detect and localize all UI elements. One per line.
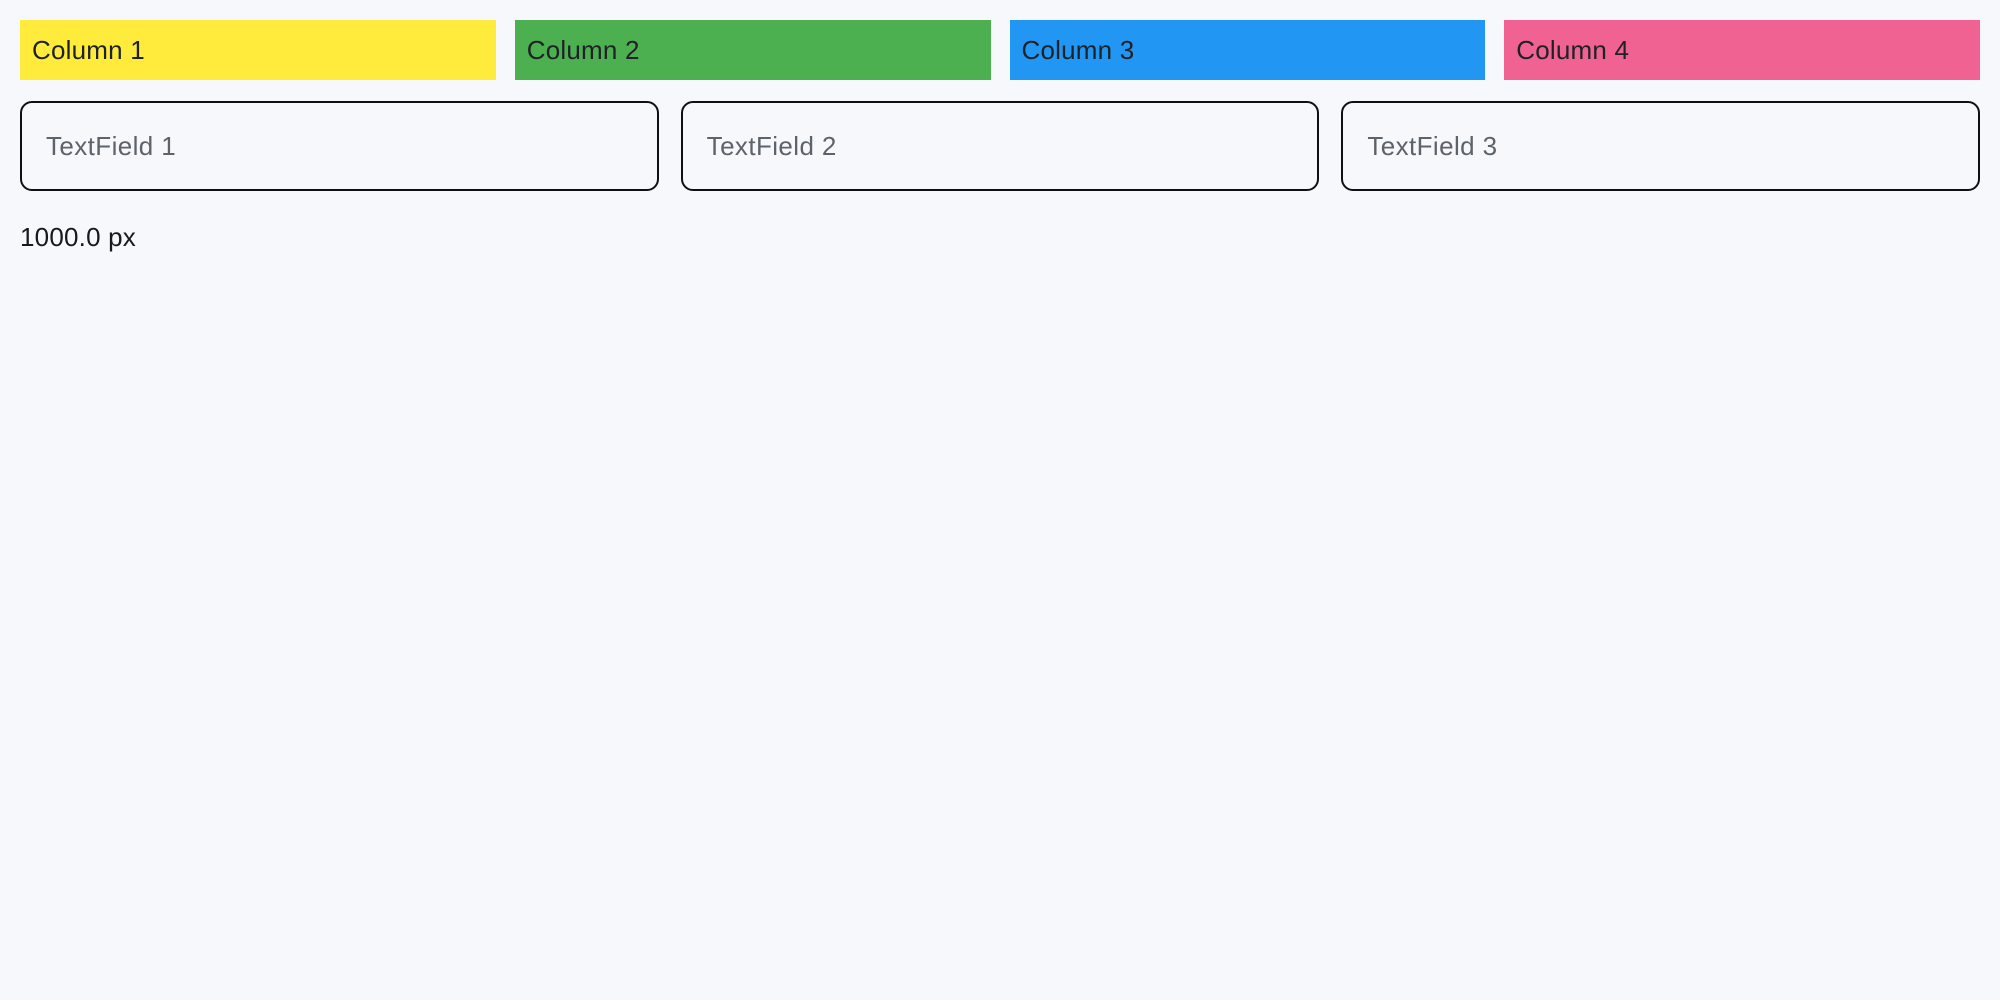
column-bar-3: Column 3 (1009, 20, 1486, 80)
textfield-1[interactable] (20, 101, 659, 191)
canvas-width-readout: 1000.0 px (20, 222, 137, 252)
column-bar-2: Column 2 (514, 20, 991, 80)
column-bar-3-label: Column 3 (1021, 34, 1135, 65)
column-bar-4-label: Column 4 (1516, 34, 1630, 65)
textfield-2[interactable] (680, 101, 1320, 191)
textfield-row (20, 101, 1981, 191)
layout-canvas: Column 1 Column 2 Column 3 Column 4 1000… (0, 0, 2000, 253)
column-bar-1: Column 1 (20, 20, 496, 80)
textfield-3[interactable] (1341, 101, 1981, 191)
column-header-row: Column 1 Column 2 Column 3 Column 4 (20, 20, 1980, 80)
column-bar-4: Column 4 (1504, 20, 1980, 80)
column-bar-1-label: Column 1 (32, 34, 145, 65)
column-bar-2-label: Column 2 (526, 34, 640, 65)
